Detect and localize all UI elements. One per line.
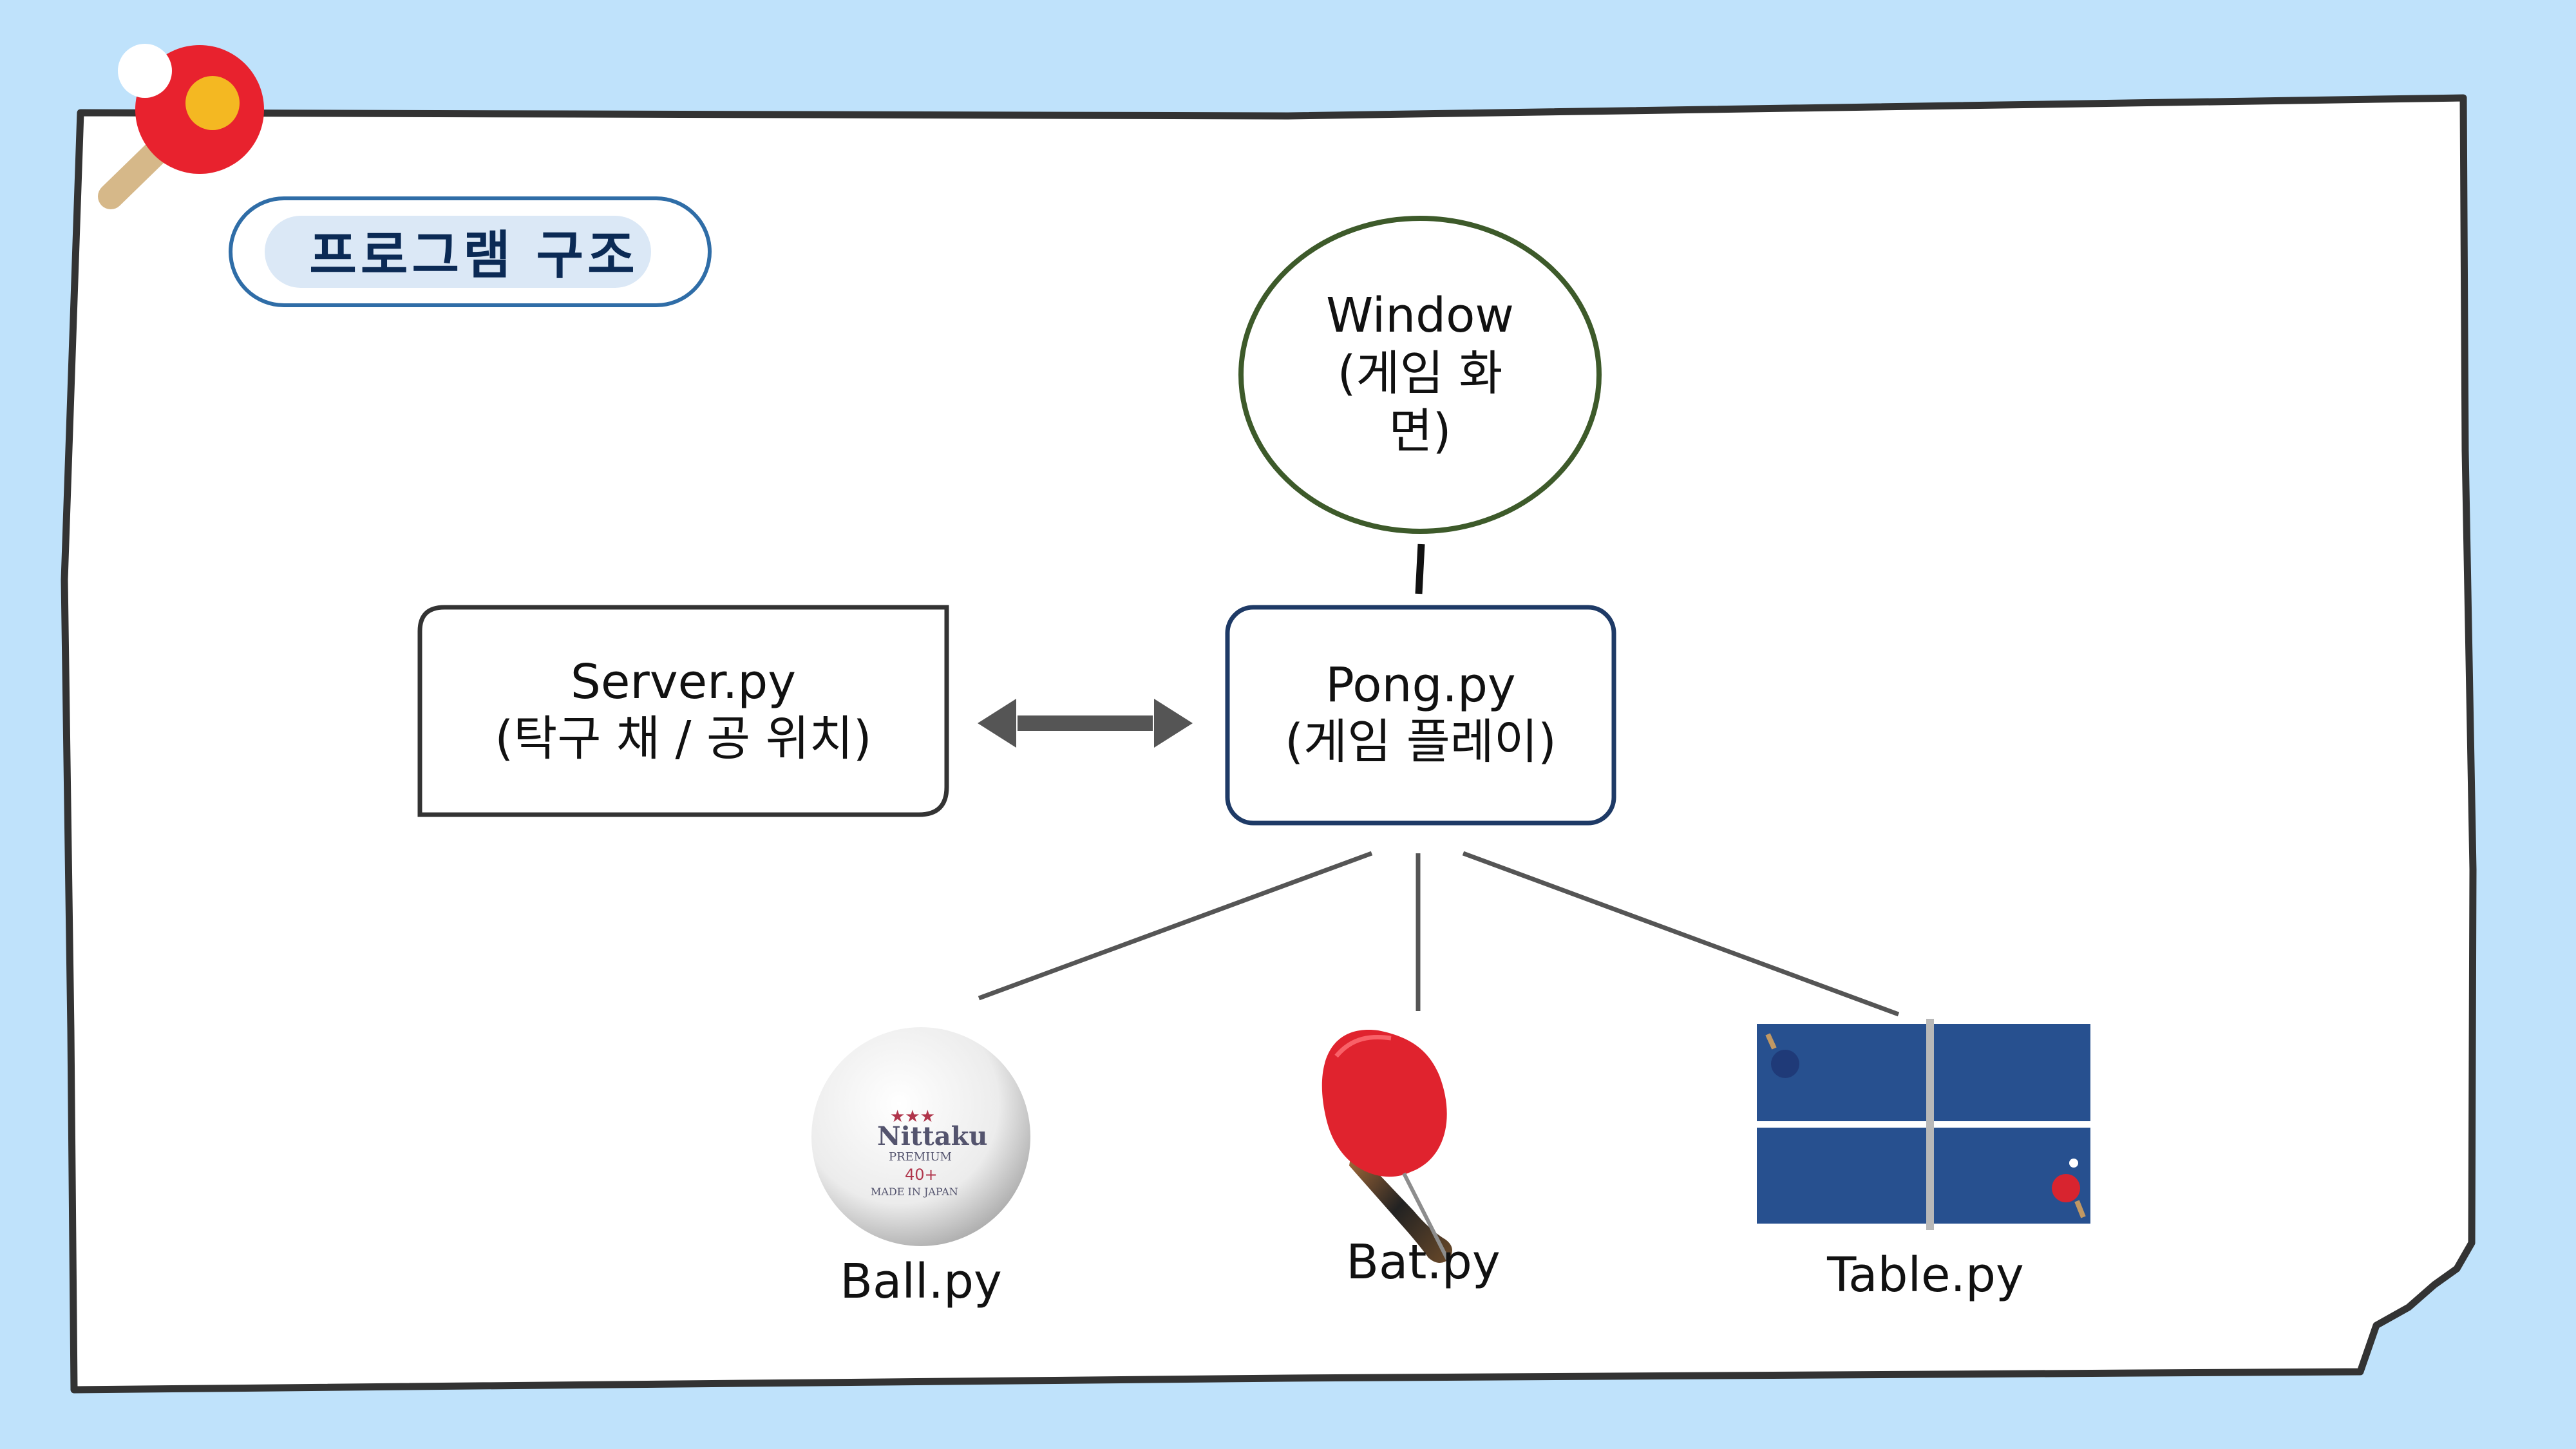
title-pill-inner [265,216,651,288]
window-node-circle [1238,216,1602,534]
connector-pong-table [1462,851,1900,1017]
title-pill: 프로그램 구조 [229,196,712,307]
ball-label: Ball.py [840,1254,1002,1309]
table-label: Table.py [1827,1247,2024,1303]
ball-brand-text: Nittaku [877,1121,987,1151]
connector-pong-ball [978,851,1373,1001]
ball-origin-text: MADE IN JAPAN [871,1186,958,1198]
svg-text:★★★: ★★★ [890,1107,935,1126]
bidirectional-arrow-icon [978,699,1193,748]
window-node-label: Window (게임 화 면) [1326,288,1514,459]
connector-window-pong [1415,544,1425,594]
ping-pong-logo-icon [98,44,264,209]
bat-image [1321,1030,1452,1264]
pong-node-label: Pong.py (게임 플레이) [1285,658,1557,770]
server-node-label: Server.py (탁구 채 / 공 위치) [495,654,872,766]
ball-image: ★★★ Nittaku PREMIUM 40+ MADE IN JAPAN [811,1027,1030,1246]
page-title: 프로그램 구조 [309,225,639,285]
table-image [1757,1019,2090,1230]
ball-grade-text: PREMIUM [889,1150,952,1164]
ball-size-text: 40+ [905,1166,938,1184]
bat-label: Bat.py [1346,1235,1501,1290]
server-node-box [417,605,949,817]
pong-node-box [1225,605,1616,826]
